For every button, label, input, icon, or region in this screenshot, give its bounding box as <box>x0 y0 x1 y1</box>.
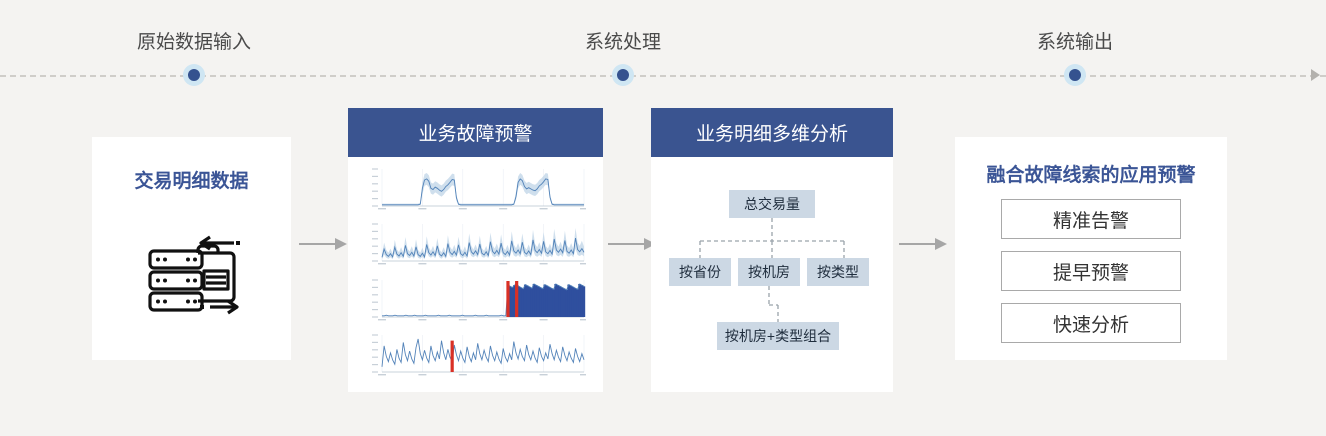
timeline-step-label: 原始数据输入 <box>136 32 252 53</box>
arrow-source-to-alert <box>299 238 347 250</box>
timeline-step-dot-icon <box>611 64 634 86</box>
chart-3[interactable] <box>370 276 586 324</box>
timeline-step-dot-icon <box>1063 64 1086 86</box>
output-item-early-warning[interactable]: 提早预警 <box>1001 251 1181 291</box>
card-dimension-analysis[interactable]: 业务明细多维分析 总交易量 按省份 按机房 按类型 按机房+类型组合 <box>651 108 893 392</box>
output-item-list: 精准告警 提早预警 快速分析 <box>1001 199 1181 355</box>
timeline-step-label: 系统输出 <box>1036 32 1114 53</box>
timeline-end-arrow-icon <box>1311 69 1320 81</box>
arrow-dim-to-output <box>899 238 947 250</box>
chart-1[interactable] <box>370 165 586 213</box>
timeline-step-process[interactable]: 系统处理 <box>584 0 662 86</box>
card-output-title: 融合故障线索的应用预警 <box>986 165 1196 186</box>
chart-2[interactable] <box>370 220 586 268</box>
card-output[interactable]: 融合故障线索的应用预警 精准告警 提早预警 快速分析 <box>955 137 1227 360</box>
output-item-precise-alarm[interactable]: 精准告警 <box>1001 199 1181 239</box>
tree-connectors <box>699 218 845 322</box>
tree-node-by-province[interactable]: 按省份 <box>669 258 731 286</box>
card-fault-alert[interactable]: 业务故障预警 <box>348 108 603 392</box>
alert-chart-group <box>370 165 586 379</box>
timeline-step-dot-icon <box>182 64 205 86</box>
tree-node-total-volume[interactable]: 总交易量 <box>729 190 815 218</box>
tree-node-by-datacenter[interactable]: 按机房 <box>738 258 800 286</box>
tree-node-by-type[interactable]: 按类型 <box>807 258 869 286</box>
tree-node-datacenter-type-combo[interactable]: 按机房+类型组合 <box>717 322 839 350</box>
dimension-tree: 总交易量 按省份 按机房 按类型 按机房+类型组合 <box>651 157 893 392</box>
server-stack-exchange-icon <box>142 229 242 320</box>
timeline-track <box>0 75 1326 77</box>
timeline-step-label: 系统处理 <box>584 32 662 53</box>
output-item-fast-analysis[interactable]: 快速分析 <box>1001 303 1181 343</box>
arrow-alert-to-dim <box>608 238 656 250</box>
card-source-data[interactable]: 交易明细数据 <box>92 137 291 360</box>
card-source-title: 交易明细数据 <box>134 171 249 192</box>
card-dimension-analysis-header: 业务明细多维分析 <box>651 108 893 157</box>
timeline-step-output[interactable]: 系统输出 <box>1036 0 1114 86</box>
chart-4[interactable] <box>370 331 586 379</box>
timeline-step-input[interactable]: 原始数据输入 <box>136 0 252 86</box>
card-fault-alert-header: 业务故障预警 <box>348 108 603 157</box>
